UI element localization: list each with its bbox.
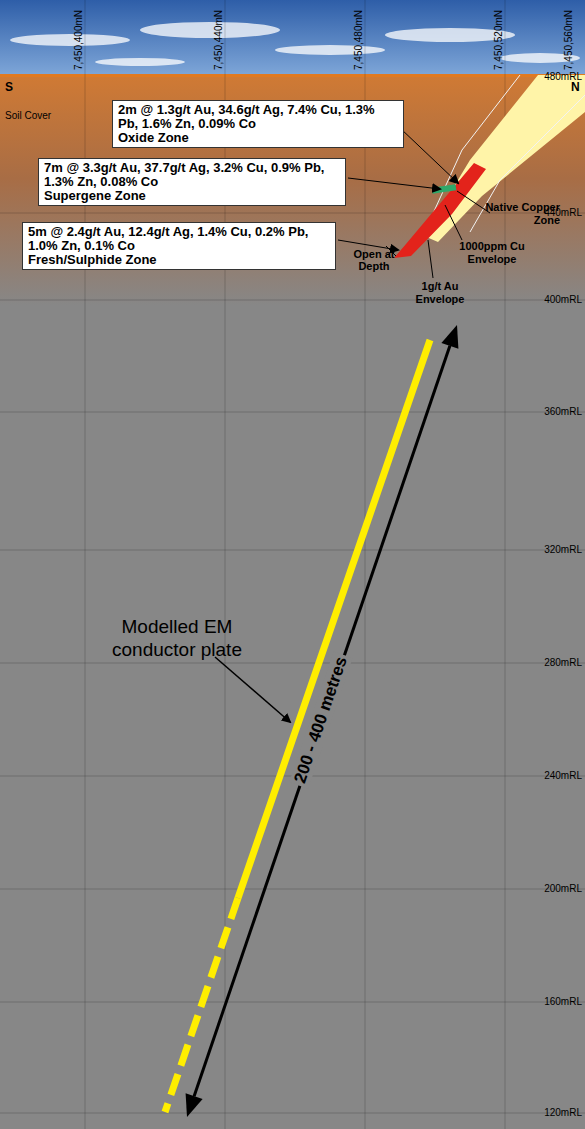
- assay-text: 2m @ 1.3g/t Au, 34.6g/t Ag, 7.4% Cu, 1.3…: [118, 103, 398, 131]
- elevation-label: 360mRL: [544, 406, 582, 417]
- elevation-label: 320mRL: [544, 544, 582, 555]
- zone-name: Supergene Zone: [44, 189, 340, 203]
- soil-cover: [0, 75, 585, 305]
- assay-text: 7m @ 3.3g/t Au, 37.7g/t Ag, 3.2% Cu, 0.9…: [44, 161, 340, 189]
- elevation-label: 400mRL: [544, 294, 582, 305]
- assay-text: 5m @ 2.4g/t Au, 12.4g/t Ag, 1.4% Cu, 0.2…: [28, 225, 330, 253]
- sky: [0, 0, 585, 75]
- leader-lines: [338, 128, 490, 278]
- elevation-label: 200mRL: [544, 883, 582, 894]
- plate-leader: [215, 657, 290, 722]
- compass-north: N: [571, 80, 580, 94]
- assay-callout-box: 7m @ 3.3g/t Au, 37.7g/t Ag, 3.2% Cu, 0.9…: [38, 158, 346, 206]
- elevation-label: 480mRL: [544, 71, 582, 82]
- northing: 7,450,480mN: [353, 10, 364, 70]
- northing: 7,450,520mN: [493, 10, 504, 70]
- dimension-arrow: [186, 325, 459, 1117]
- northing: 7,450,440mN: [213, 10, 224, 70]
- elevation-label: 280mRL: [544, 657, 582, 668]
- northing: 7,450,400mN: [73, 10, 84, 70]
- envelope-label: 1g/t Au Envelope: [404, 280, 476, 305]
- note-label: Open at Depth: [352, 248, 396, 272]
- assay-callout-box: 5m @ 2.4g/t Au, 12.4g/t Ag, 1.4% Cu, 0.2…: [22, 222, 336, 270]
- northing: 7,450,560mN: [563, 10, 574, 70]
- assay-callout-box: 2m @ 1.3g/t Au, 34.6g/t Ag, 7.4% Cu, 1.3…: [112, 100, 404, 148]
- em-plate-extension: [165, 898, 238, 1112]
- compass-south: S: [5, 80, 13, 94]
- plate-label: Modelled EM conductor plate: [92, 616, 262, 662]
- native-copper-zone: [432, 184, 457, 193]
- elevation-label: 120mRL: [544, 1107, 582, 1118]
- elevation-label: 440mRL: [544, 207, 582, 218]
- ground-surface: [0, 74, 585, 77]
- soil-label: Soil Cover: [5, 110, 51, 121]
- zone-name: Fresh/Sulphide Zone: [28, 253, 330, 267]
- envelope-label: 1000ppm Cu Envelope: [448, 240, 536, 265]
- elevation-label: 160mRL: [544, 996, 582, 1007]
- zone-name: Oxide Zone: [118, 131, 398, 145]
- elevation-label: 240mRL: [544, 770, 582, 781]
- em-conductor-plate: [238, 340, 430, 898]
